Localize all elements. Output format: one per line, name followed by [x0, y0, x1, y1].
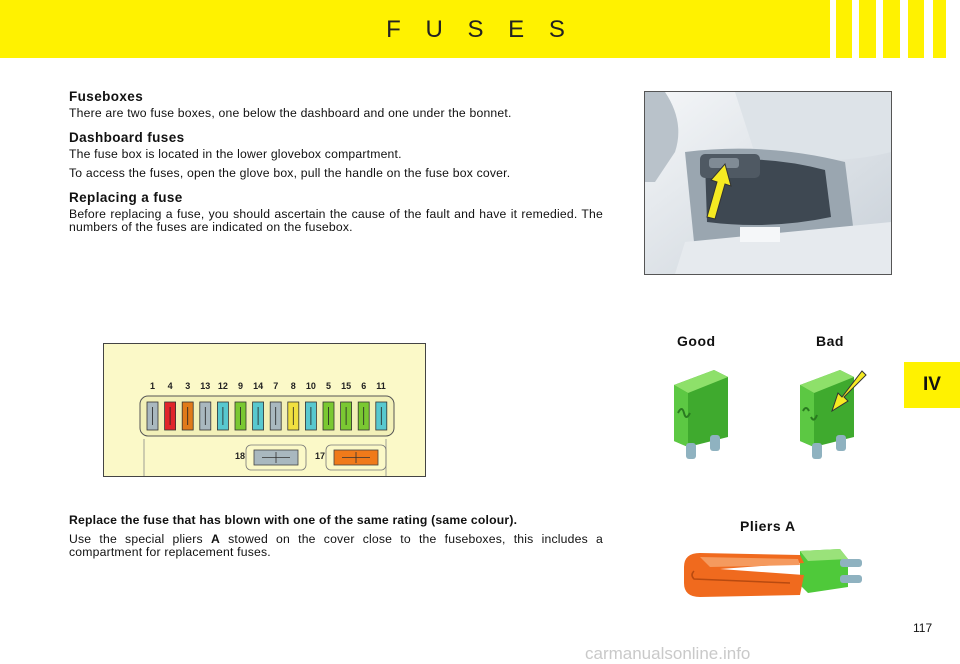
good-fuse-icon [674, 370, 728, 459]
bad-fuse-icon [800, 370, 867, 459]
fusebox-svg [139, 395, 395, 476]
instruction-text: Use the special pliers A stowed on the c… [69, 532, 603, 559]
section-heading: Dashboard fuses [69, 130, 185, 145]
header-stripes [820, 0, 960, 58]
bad-label: Bad [816, 333, 844, 349]
fuse-number: 18 [235, 451, 246, 461]
fuse-number: 3 [185, 381, 191, 391]
pliers-icon [684, 549, 862, 597]
fuse-number: 14 [253, 381, 264, 391]
watermark: carmanualsonline.info [585, 644, 751, 663]
fuse-number: 7 [273, 381, 279, 391]
good-label: Good [677, 333, 716, 349]
fuse-number: 4 [167, 381, 173, 391]
fuse-number: 17 [315, 451, 326, 461]
lower-text: Replace the fuse that has blown with one… [69, 514, 603, 565]
arrow-icon [831, 370, 867, 413]
fuse-number: 1 [150, 381, 156, 391]
section-replacing-fuse: Replacing a fuse Before replacing a fuse… [69, 190, 603, 234]
main-text: Fuseboxes There are two fuse boxes, one … [69, 89, 603, 244]
page-number: 117 [913, 621, 933, 635]
section-heading: Fuseboxes [69, 89, 144, 104]
section-heading: Replacing a fuse [69, 190, 183, 205]
fuse-number: 11 [376, 381, 386, 391]
header-bar: F U S E S [0, 0, 960, 58]
fuse-number: 9 [238, 381, 244, 391]
paragraph: The fuse box is located in the lower glo… [69, 147, 402, 161]
fuse-number: 15 [341, 381, 352, 391]
paragraph: Before replacing a fuse, you should asce… [69, 207, 603, 234]
fuse-number: 5 [326, 381, 332, 391]
glovebox-photo [644, 91, 892, 275]
chapter-tab: IV [904, 362, 960, 408]
section-fuseboxes: Fuseboxes There are two fuse boxes, one … [69, 89, 603, 120]
fuse-number: 13 [200, 381, 211, 391]
pliers-label: Pliers A [740, 518, 796, 534]
paragraph: There are two fuse boxes, one below the … [69, 106, 512, 120]
page-title: F U S E S [386, 16, 574, 43]
fuse-number: 10 [305, 381, 316, 391]
instruction-bold: Replace the fuse that has blown with one… [69, 513, 518, 527]
fuse-number: 8 [290, 381, 296, 391]
fuse-number: 12 [217, 381, 228, 391]
section-dashboard-fuses: Dashboard fuses The fuse box is located … [69, 130, 603, 180]
fuse-number: 6 [361, 381, 367, 391]
glovebox-illustration [645, 92, 891, 274]
paragraph: To access the fuses, open the glove box,… [69, 166, 511, 180]
arrow-icon [706, 162, 732, 220]
